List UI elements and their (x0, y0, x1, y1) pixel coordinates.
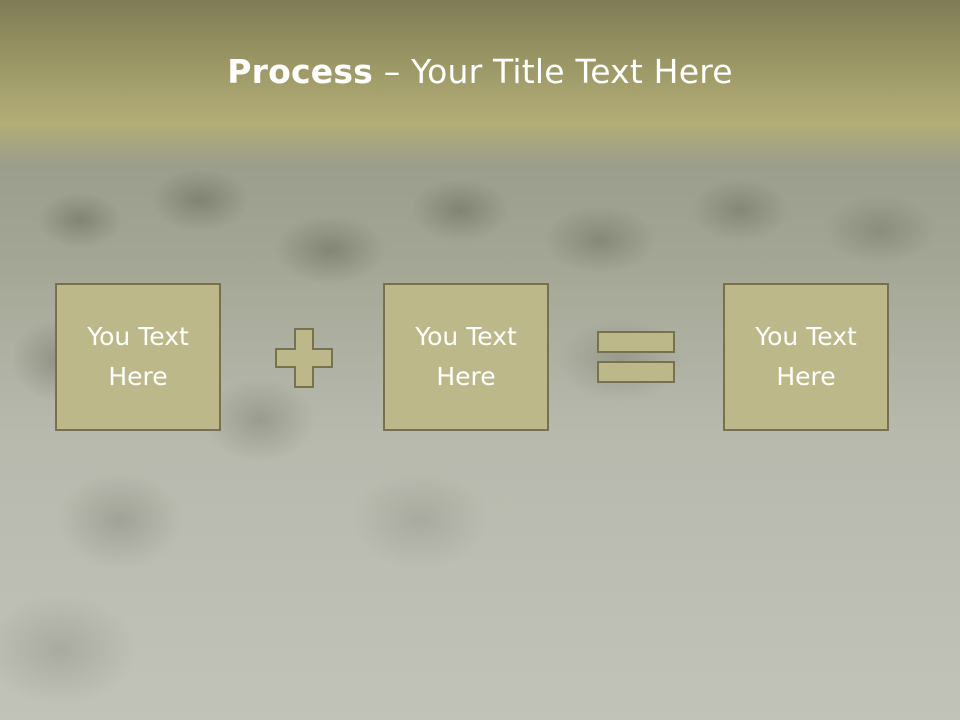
slide-title: Process – Your Title Text Here (0, 52, 960, 91)
title-bold: Process (227, 52, 374, 91)
title-rest: – Your Title Text Here (373, 52, 733, 91)
process-box-1[interactable]: You Text Here (55, 283, 221, 431)
process-box-3-label: You Text Here (755, 322, 857, 391)
process-box-2[interactable]: You Text Here (383, 283, 549, 431)
process-box-1-label: You Text Here (87, 322, 189, 391)
process-box-3[interactable]: You Text Here (723, 283, 889, 431)
process-box-2-label: You Text Here (415, 322, 517, 391)
plus-icon (275, 328, 333, 388)
header-band (0, 0, 960, 165)
equals-icon (597, 331, 675, 383)
